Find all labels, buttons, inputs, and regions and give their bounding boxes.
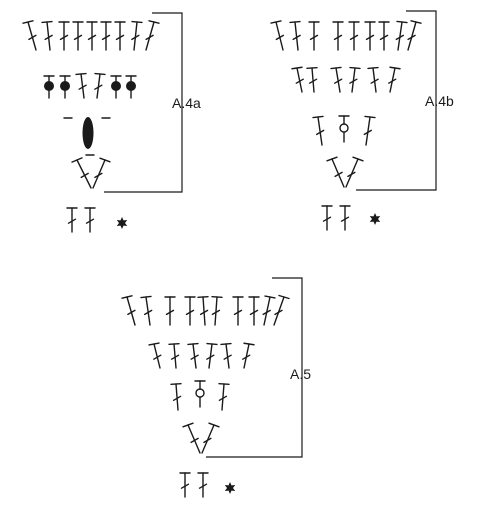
double-crochet-symbol (206, 342, 218, 369)
treble-crochet-symbol (179, 472, 191, 498)
bobble-symbol (82, 117, 94, 149)
double-crochet-symbol (242, 342, 255, 369)
double-crochet-symbol (194, 380, 206, 408)
double-crochet-symbol (220, 342, 232, 369)
chart-label-a5: A.5 (290, 366, 312, 382)
treble-crochet-symbol (66, 207, 78, 233)
double-crochet-symbol (170, 383, 182, 411)
double-crochet-symbol (345, 156, 364, 188)
treble-crochet-symbol (321, 205, 333, 231)
bobble-symbol (125, 75, 137, 99)
double-crochet-symbol (71, 157, 92, 189)
double-crochet-symbol (22, 20, 37, 51)
double-crochet-symbol (262, 295, 276, 326)
double-crochet-symbol (114, 21, 126, 51)
double-crochet-symbol (145, 20, 160, 51)
double-crochet-symbol (270, 20, 285, 51)
double-crochet-symbol (378, 21, 390, 51)
double-crochet-symbol (312, 115, 325, 146)
double-crochet-symbol (92, 157, 111, 189)
bobble-symbol (59, 75, 71, 99)
double-crochet-symbol (184, 296, 196, 326)
double-crochet-symbol (273, 294, 290, 326)
double-crochet-symbol (289, 20, 301, 51)
double-crochet-symbol (306, 66, 318, 93)
double-crochet-symbol (201, 422, 220, 454)
double-crochet-symbol (182, 422, 201, 454)
chart-label-a4b: A.4b (425, 93, 454, 109)
double-crochet-symbol (94, 72, 106, 99)
double-crochet-symbol (338, 115, 350, 143)
double-crochet-symbol (140, 295, 153, 326)
double-crochet-symbol (326, 156, 345, 188)
start-star-symbol (224, 482, 236, 494)
start-star-symbol (116, 217, 128, 229)
double-crochet-symbol (100, 21, 112, 51)
double-crochet-symbol (164, 296, 176, 326)
double-crochet-symbol (348, 21, 360, 51)
treble-crochet-symbol (84, 207, 96, 233)
double-crochet-symbol (72, 21, 84, 51)
double-crochet-symbol (395, 20, 408, 51)
treble-crochet-symbol (197, 472, 209, 498)
bracket-a4b (356, 10, 437, 191)
bobble-symbol (110, 75, 122, 99)
bobble-symbol (43, 75, 55, 99)
double-crochet-symbol (232, 296, 244, 326)
double-crochet-symbol (330, 66, 343, 93)
double-crochet-symbol (121, 295, 136, 326)
double-crochet-symbol (349, 66, 361, 93)
double-crochet-symbol (363, 115, 376, 146)
double-crochet-symbol (211, 296, 223, 326)
double-crochet-symbol (58, 21, 70, 51)
double-crochet-symbol (308, 21, 320, 51)
chart-label-a4a: A.4a (172, 95, 201, 111)
start-star-symbol (369, 213, 381, 225)
double-crochet-symbol (75, 72, 87, 99)
bracket-a5 (206, 277, 303, 458)
double-crochet-symbol (218, 383, 230, 411)
double-crochet-symbol (407, 20, 422, 51)
double-crochet-symbol (131, 20, 143, 51)
double-crochet-symbol (291, 66, 304, 93)
double-crochet-symbol (148, 342, 162, 369)
double-crochet-symbol (197, 296, 209, 326)
double-crochet-symbol (364, 21, 376, 51)
treble-crochet-symbol (339, 205, 351, 231)
double-crochet-symbol (187, 342, 199, 369)
double-crochet-symbol (332, 21, 344, 51)
double-crochet-symbol (248, 296, 260, 326)
double-crochet-symbol (388, 66, 401, 93)
double-crochet-symbol (168, 343, 180, 369)
double-crochet-symbol (86, 21, 98, 51)
bracket-a4a (104, 12, 183, 193)
double-crochet-symbol (367, 66, 379, 93)
double-crochet-symbol (41, 20, 53, 51)
